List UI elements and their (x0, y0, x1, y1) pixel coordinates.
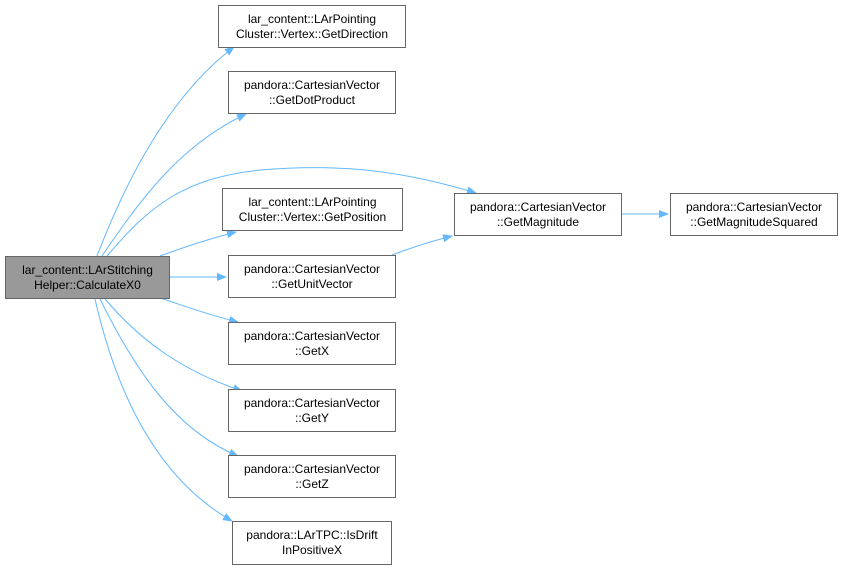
node-get-unit-vector-line2: ::GetUnitVector (271, 276, 353, 291)
node-get-magnitude-squared[interactable]: pandora::CartesianVector ::GetMagnitudeS… (670, 193, 838, 236)
node-is-drift-in-positive-x-line1: pandora::LArTPC::IsDrift (246, 528, 378, 542)
node-get-z-line1: pandora::CartesianVector (243, 461, 381, 476)
node-get-direction[interactable]: lar_content::LArPointing Cluster::Vertex… (218, 5, 406, 48)
node-get-magnitude-line1: pandora::CartesianVector (469, 199, 607, 214)
node-get-dot-product-line2: ::GetDotProduct (268, 92, 356, 107)
node-is-drift-in-positive-x[interactable]: pandora::LArTPC::IsDrift InPositiveX (232, 521, 392, 565)
edge-root-to-get-magnitude (106, 167, 477, 257)
node-get-x[interactable]: pandora::CartesianVector ::GetX (228, 322, 396, 365)
node-calculate-x0-line1: lar_content::LArStitching (22, 262, 153, 277)
node-get-magnitude-line2: ::GetMagnitude (496, 214, 580, 229)
node-get-magnitude-squared-line1: pandora::CartesianVector (685, 199, 823, 214)
node-get-position[interactable]: lar_content::LArPointing Cluster::Vertex… (222, 188, 403, 231)
edge-root-to-get-z (99, 298, 239, 457)
node-get-z-line2: ::GetZ (295, 476, 329, 491)
node-get-position-line1: lar_content::LArPointing (248, 194, 377, 209)
edge-root-to-get-dot-product (101, 113, 247, 257)
edge-root-to-get-x (159, 297, 239, 324)
node-get-x-line2: ::GetX (294, 343, 329, 358)
node-get-y-line1: pandora::CartesianVector (243, 395, 381, 410)
node-get-position-line2: Cluster::Vertex::GetPosition (238, 209, 387, 224)
node-calculate-x0-line2: Helper::CalculateX0 (34, 277, 141, 292)
edge-root-to-get-position (159, 230, 237, 257)
node-get-direction-line2: Cluster::Vertex::GetDirection (235, 26, 389, 41)
node-calculate-x0[interactable]: lar_content::LArStitching Helper::Calcul… (5, 256, 170, 299)
node-get-magnitude[interactable]: pandora::CartesianVector ::GetMagnitude (454, 193, 622, 236)
edge-root-to-get-y (104, 298, 243, 392)
node-get-dot-product-line1: pandora::CartesianVector (243, 77, 381, 92)
node-is-drift-in-positive-x-line2: InPositiveX (281, 543, 343, 557)
node-get-dot-product[interactable]: pandora::CartesianVector ::GetDotProduct (228, 71, 396, 114)
node-get-unit-vector[interactable]: pandora::CartesianVector ::GetUnitVector (228, 255, 396, 298)
node-get-direction-line1: lar_content::LArPointing (247, 11, 377, 26)
node-get-magnitude-squared-line2: ::GetMagnitudeSquared (690, 214, 818, 229)
node-get-y-line2: ::GetY (294, 410, 329, 425)
node-get-y[interactable]: pandora::CartesianVector ::GetY (228, 389, 396, 432)
node-get-unit-vector-line1: pandora::CartesianVector (243, 261, 381, 276)
node-get-x-line1: pandora::CartesianVector (243, 328, 381, 343)
edge-root-to-is-drift-in-positive-x (94, 298, 233, 522)
edge-root-to-get-direction (96, 46, 235, 257)
edge-get-unit-vector-to-get-magnitude (391, 234, 453, 256)
node-get-z[interactable]: pandora::CartesianVector ::GetZ (228, 455, 396, 498)
